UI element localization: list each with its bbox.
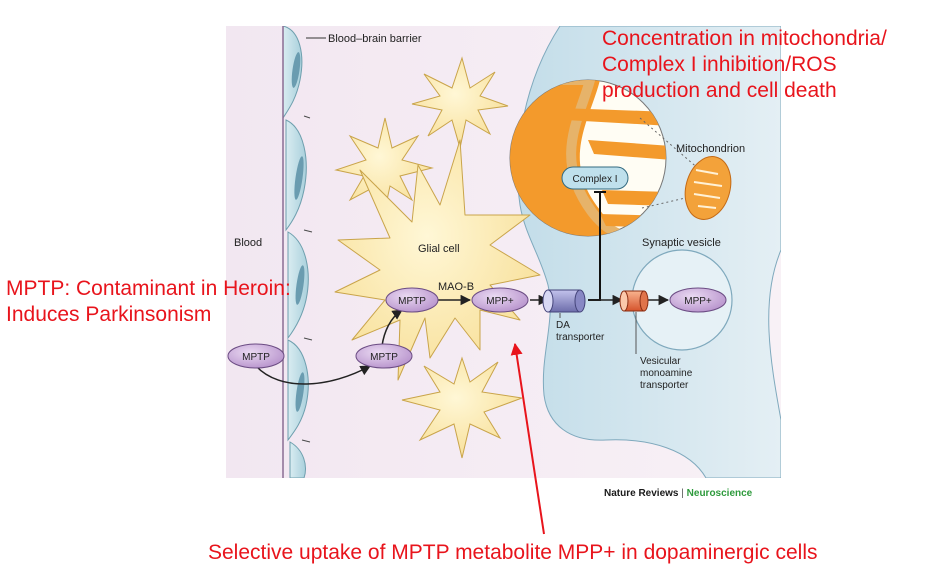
label-mpp-glia: MPP+: [486, 296, 514, 307]
molecule-mpp-vesicle: [669, 287, 727, 313]
molecule-mptp-glia: [385, 287, 439, 313]
astrocyte-bottom: [401, 356, 523, 459]
complex-i-box: [561, 166, 629, 190]
molecule-mpp-glia: [471, 287, 529, 313]
label-vmat-1: Vesicular: [640, 356, 681, 367]
label-mptp-glia: MPTP: [398, 296, 426, 307]
label-synaptic-vesicle: Synaptic vesicle: [642, 237, 721, 249]
arrow-blood-to-brain: [255, 365, 371, 385]
label-vmat-2: monoamine: [640, 368, 693, 379]
annotation-mitochondria-line-2: Complex I inhibition/ROS: [602, 53, 837, 76]
label-vmat-3: transporter: [640, 380, 689, 391]
arrow-into-glia: [381, 309, 403, 347]
label-mitochondrion: Mitochondrion: [676, 143, 745, 155]
vesicular-monoamine-transporter: [619, 290, 649, 312]
annotation-mptp: MPTP: Contaminant in Heroin: Induces Par…: [6, 276, 291, 328]
blood-brain-barrier-cells: [282, 26, 313, 478]
label-mpp-vesicle: MPP+: [684, 296, 712, 307]
label-mptp-brain: MPTP: [370, 352, 398, 363]
annotation-mitochondria-line-1: Concentration in mitochondria/: [602, 27, 887, 50]
journal-credit: Nature Reviews | Neuroscience: [604, 488, 752, 499]
credit-section: Neuroscience: [686, 488, 753, 499]
label-blood-brain-barrier: Blood–brain barrier: [328, 33, 422, 45]
glial-cell: [334, 139, 541, 381]
label-complex-i: Complex I: [572, 174, 617, 185]
label-mao-b: MAO-B: [438, 281, 474, 293]
label-da-transporter-2: transporter: [556, 332, 605, 343]
molecule-mptp-brain: [355, 343, 413, 369]
annotation-mptp-line-1: MPTP: Contaminant in Heroin:: [6, 277, 291, 300]
annotation-selective-uptake: Selective uptake of MPTP metabolite MPP+…: [208, 541, 818, 564]
annotation-mitochondria-line-3: production and cell death: [602, 79, 837, 102]
label-blood: Blood: [234, 237, 262, 249]
red-pointer-arrow: [510, 342, 545, 535]
label-da-transporter-1: DA: [556, 320, 570, 331]
mitochondrion-small: [684, 156, 732, 220]
molecule-mptp-blood: [227, 343, 285, 369]
annotation-mitochondria: Concentration in mitochondria/ Complex I…: [602, 26, 887, 104]
annotation-mptp-line-2: Induces Parkinsonism: [6, 303, 212, 326]
credit-separator: |: [681, 488, 684, 499]
label-glial-cell: Glial cell: [418, 243, 460, 255]
label-mptp-blood: MPTP: [242, 352, 270, 363]
da-transporter: [542, 289, 586, 313]
credit-journal: Nature Reviews: [604, 488, 679, 499]
